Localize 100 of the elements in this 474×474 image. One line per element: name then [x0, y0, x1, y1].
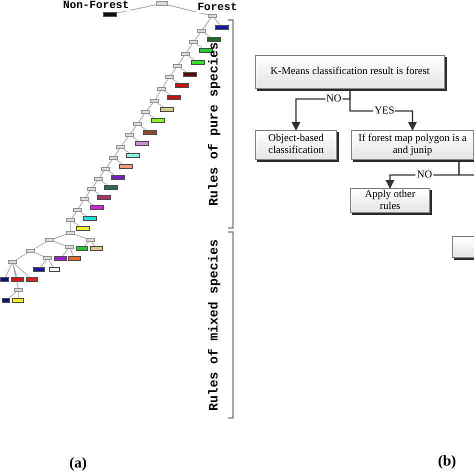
split-node-box — [197, 29, 206, 33]
connector-line — [34, 252, 44, 256]
process-box: Object-based classification — [255, 130, 337, 160]
split-node-box — [157, 87, 166, 91]
leaf-node-box — [2, 298, 10, 303]
connector-line — [178, 56, 185, 64]
split-node-box — [109, 156, 118, 160]
connector-line — [180, 68, 187, 72]
leaf-node-box — [111, 175, 125, 180]
leaf-node-box — [76, 246, 88, 251]
connector-line — [116, 160, 123, 164]
connector-line — [122, 136, 128, 146]
panel-label: (b) — [438, 454, 456, 470]
connector-line — [73, 222, 80, 226]
split-node-box — [116, 145, 125, 149]
panel-label: (a) — [69, 456, 87, 472]
connector-line — [140, 126, 147, 130]
connector-line — [157, 102, 164, 108]
split-node-box — [65, 245, 74, 249]
leaf-node-box — [83, 216, 97, 221]
leaf-node-box — [26, 277, 38, 282]
split-node-box — [43, 256, 52, 260]
connector-line — [204, 32, 211, 38]
connector-line — [132, 136, 139, 142]
leaf-node-box — [183, 72, 197, 77]
connector-line — [138, 114, 145, 122]
leaf-node-box — [12, 298, 24, 303]
split-node-box — [101, 167, 110, 171]
connector-line — [48, 260, 54, 268]
connector-line — [186, 44, 193, 52]
split-node-box — [141, 110, 150, 114]
connector-line — [94, 190, 101, 196]
connector-line — [72, 212, 76, 218]
leaf-node-box — [68, 256, 81, 261]
connector-line — [123, 148, 130, 154]
connector-line — [70, 248, 74, 256]
connector-line — [172, 78, 179, 84]
leaf-node-box — [54, 256, 67, 261]
leaf-node-box — [207, 37, 221, 42]
split-node-box — [150, 99, 159, 103]
leaf-node-box — [160, 107, 174, 112]
connector-line — [458, 160, 474, 176]
split-node-box — [133, 122, 142, 126]
edge-label: Non-Forest — [62, 1, 130, 11]
connector-line — [155, 90, 161, 100]
split-node-box — [14, 288, 23, 292]
split-node-box — [80, 197, 89, 201]
leaf-node-box — [49, 267, 60, 272]
split-node-box — [87, 187, 96, 191]
split-node-box — [125, 133, 134, 137]
connector-line — [5, 264, 12, 278]
process-box — [452, 236, 474, 258]
split-node-box — [66, 231, 75, 235]
rotated-label: Rules of pure species — [206, 42, 222, 206]
edge-label: NO — [325, 94, 342, 104]
process-box: K-Means classification result is forest — [255, 55, 445, 89]
connector-line — [101, 180, 108, 186]
leaf-node-box — [0, 277, 9, 282]
connector-line — [14, 264, 30, 278]
connector-line — [54, 241, 66, 246]
leaf-node-box — [76, 226, 90, 231]
root-node-box — [156, 1, 168, 6]
connector-line — [164, 90, 171, 96]
leaf-node-box — [126, 153, 140, 158]
leaf-node-box — [135, 141, 149, 146]
connector-line — [162, 78, 169, 88]
connector-line — [146, 102, 154, 110]
connector-line — [100, 170, 104, 178]
connector-line — [78, 200, 84, 208]
split-node-box — [173, 64, 182, 68]
connector-line — [15, 252, 28, 260]
connector-line — [80, 212, 87, 216]
connector-line — [70, 222, 71, 232]
split-node-box — [45, 238, 54, 242]
connector-line — [194, 32, 200, 40]
connector-line — [108, 170, 115, 176]
leaf-node-box — [143, 130, 157, 135]
connector-line — [92, 242, 96, 246]
connector-line — [92, 180, 98, 188]
connector-line — [188, 56, 195, 60]
split-node-box — [73, 208, 82, 212]
leaf-node-box — [151, 118, 165, 123]
leaf-node-box — [90, 246, 103, 251]
edge-label: Forest — [196, 2, 238, 13]
connector-line — [87, 200, 94, 206]
connector-line — [130, 126, 136, 134]
connector-line — [114, 148, 120, 156]
split-node-box — [86, 238, 95, 242]
edge-label: YES — [373, 106, 396, 116]
process-box: If forest map polygon is a and junip — [351, 130, 474, 160]
connector-line — [12, 264, 18, 278]
connector-line — [54, 234, 66, 239]
leaf-node-box — [175, 83, 189, 88]
connector-line — [196, 44, 203, 48]
split-node-box — [165, 75, 174, 79]
split-node-box — [26, 249, 35, 253]
split-node-box — [94, 177, 103, 181]
process-box: Apply other rules — [350, 188, 430, 213]
leaf-node-box — [104, 185, 118, 190]
connector-line — [168, 4, 208, 16]
